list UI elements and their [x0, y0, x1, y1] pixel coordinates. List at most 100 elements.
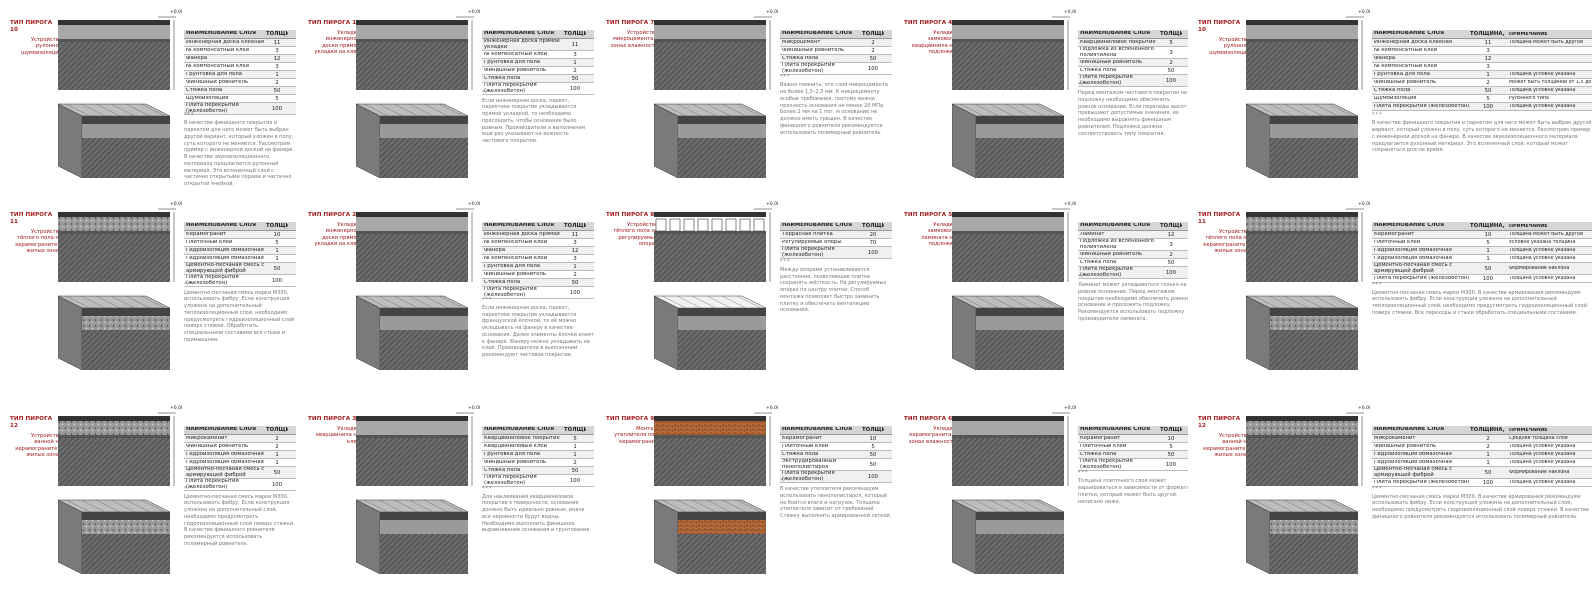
level-mark: +0,000 [170, 405, 182, 411]
layer-name: Кварцвиниловое покрытие [1080, 39, 1156, 45]
header-name: НАИМЕНОВАНИЕ СЛОЯ [1374, 427, 1445, 433]
section-thin-layer [654, 435, 766, 438]
header-thickness: ТОЛЩИНА, ММ [862, 427, 884, 433]
layer-name: Плита перекрытия (железобетон) [186, 103, 239, 114]
layer-name: Финишный ровнитель [484, 459, 547, 465]
table-row: Цементно-песчаная смесь с армирующей фиб… [1372, 263, 1592, 276]
card-type-title: ТИП ПИРОГА 9 [606, 416, 655, 422]
header-name: НАИМЕНОВАНИЕ СЛОЯ [782, 31, 853, 37]
tile-block [739, 218, 751, 232]
layer-thickness: 12 [273, 55, 281, 62]
section-mid-layer [356, 25, 468, 39]
layer-thickness: 2 [573, 459, 577, 466]
header-name: НАИМЕНОВАНИЕ СЛОЯ [484, 223, 555, 229]
level-mark: +0,000 [468, 405, 480, 411]
layer-diagram: +0,000 [951, 405, 1081, 575]
section-thin-layer [1246, 39, 1358, 42]
layer-thickness: 50 [869, 451, 877, 458]
header-name: НАИМЕНОВАНИЕ СЛОЯ [1080, 427, 1151, 433]
layer-thickness: 1 [573, 59, 577, 66]
section-top-layer [654, 416, 766, 421]
card-description: Укладка замкового ламината на подложку [921, 221, 956, 248]
level-mark: +0,000 [468, 9, 480, 15]
layer-thickness: 3 [275, 63, 279, 70]
card-note: Между опорами устанавливается расстояние… [780, 266, 887, 314]
isometric-view [355, 499, 469, 575]
layer-thickness: 100 [867, 65, 879, 72]
header-name: НАИМЕНОВАНИЕ СЛОЯ [186, 223, 257, 229]
layer-name: № компенсатный клей [1374, 63, 1438, 69]
layer-thickness: 1 [573, 443, 577, 450]
layer-figure: +0,000 [57, 192, 187, 384]
table-row: Цементно-песчаная смесь с армирующей фиб… [1372, 467, 1592, 480]
layer-name: Стяжка пола [1080, 67, 1117, 73]
card-type-title: ТИП ПИРОГА 12 [1198, 416, 1241, 429]
layer-name: № компенсатный клей [484, 239, 548, 245]
table-row: Финишный ровнитель 2 [482, 459, 594, 467]
layer-name: Финишный ровнитель [1080, 251, 1143, 257]
layer-name: Гидроизоляция обмазочная [1374, 255, 1452, 261]
layer-thickness: 3 [275, 47, 279, 54]
header-thickness: ТОЛЩИНА, ММ [564, 427, 586, 433]
layer-note: Толщина условно указана [1509, 248, 1576, 253]
level-mark: +0,000 [766, 201, 778, 207]
layer-name: Финишный ровнитель [782, 47, 845, 53]
layer-thickness: 1 [275, 71, 279, 78]
layer-name: Плита перекрытия (железобетон) [484, 83, 537, 94]
layer-thickness: 100 [569, 477, 581, 484]
layer-name: Гидроизоляция обмазочная [1374, 451, 1452, 457]
layer-note: Условно указана толщина [1509, 240, 1576, 245]
layer-name: Грунтовка для пола [484, 59, 541, 65]
layer-name: Кварцвиниловое покрытие [484, 435, 560, 441]
layer-thickness: 1 [275, 247, 279, 254]
card-note: Если инженерная доска, паркет, паркетное… [482, 97, 586, 145]
layer-thickness: 50 [571, 467, 579, 474]
layer-thickness: 12 [571, 247, 579, 254]
layer-thickness: 1 [573, 451, 577, 458]
layer-thickness: 50 [869, 55, 877, 62]
layer-figure: +0,000 [653, 396, 783, 588]
layer-name: Цементно-песчаная смесь с армирующей фиб… [186, 467, 265, 478]
section-slab [952, 42, 1064, 90]
layer-thickness: 100 [1165, 269, 1177, 276]
note-marker: *** [780, 74, 791, 81]
layer-thickness: 50 [1484, 469, 1492, 476]
layer-thickness: 1 [275, 459, 279, 466]
layer-thickness: 10 [273, 231, 281, 238]
layer-thickness: 3 [573, 239, 577, 246]
layer-thickness: 11 [571, 41, 579, 48]
level-mark: +0,000 [766, 405, 778, 411]
header-thickness: ТОЛЩИНА, ММ [266, 427, 288, 433]
isometric-view [57, 295, 171, 371]
layer-figure: +0,000 [1245, 0, 1375, 192]
layer-note: Толщина условно указана [1509, 256, 1576, 261]
section-thin-layer [654, 231, 766, 234]
card-type-title: ТИП ПИРОГА 6 [904, 416, 953, 422]
card-note: Если инженерная доска, паркет, паркетное… [482, 304, 594, 359]
section-mid-layer [356, 421, 468, 435]
